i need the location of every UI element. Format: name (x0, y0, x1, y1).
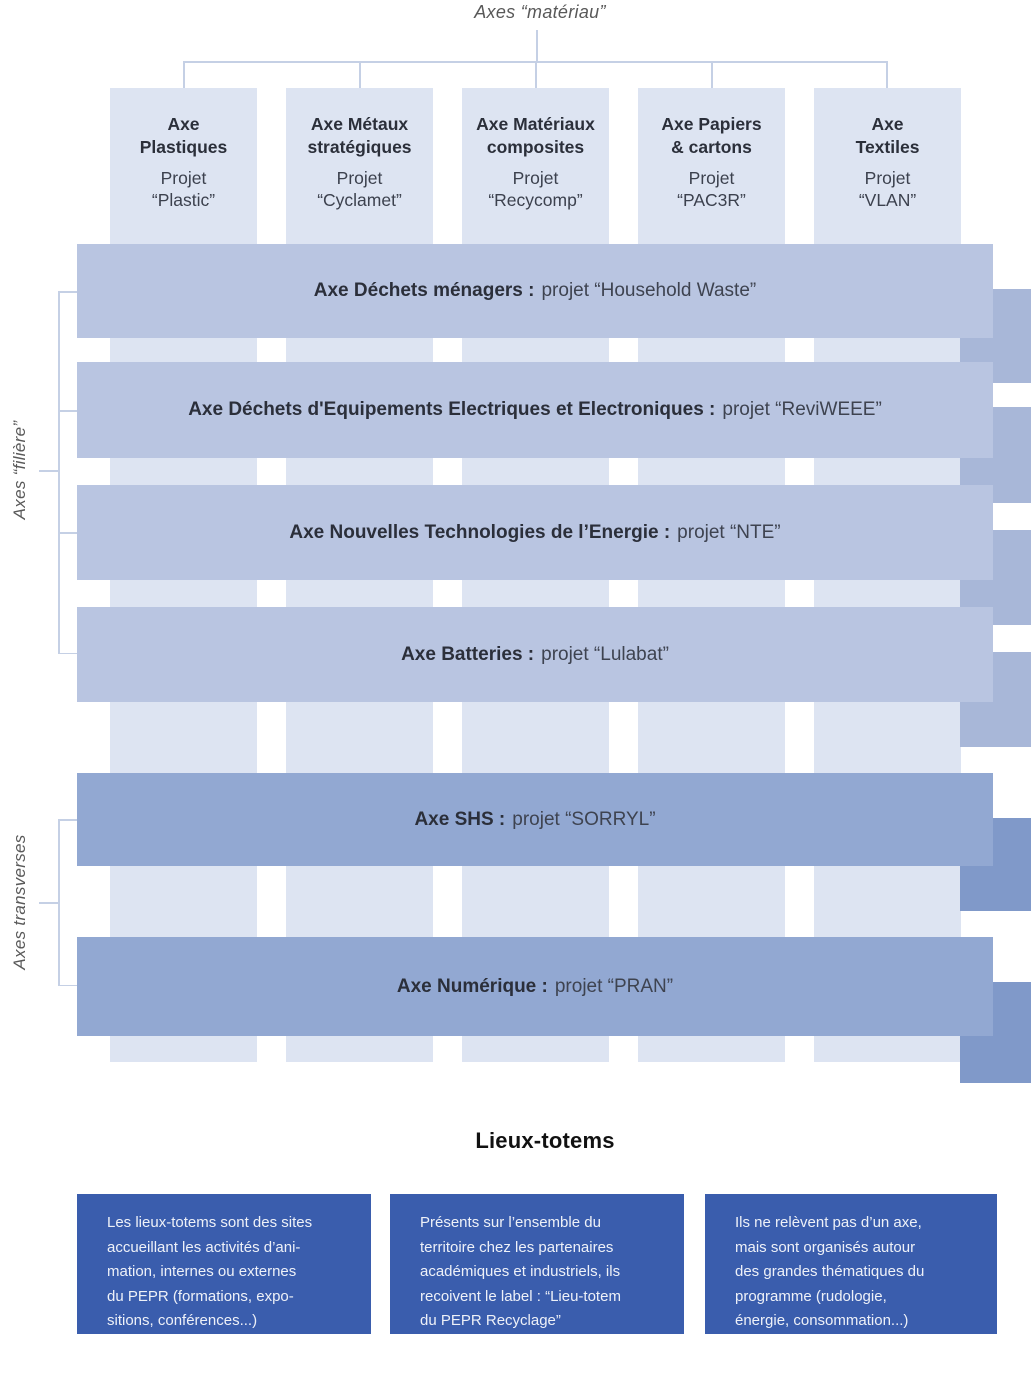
lieux-totems-box-2: Présents sur l’ensemble du territoire ch… (390, 1194, 684, 1334)
connector-drop (535, 61, 537, 88)
transverse-bracket-tick (58, 984, 77, 986)
bar-project: projet “Household Waste” (541, 280, 757, 301)
filiere-bracket-tick (39, 470, 58, 472)
lieux-totems-box-1: Les lieux-totems sont des sites accueill… (77, 1194, 371, 1334)
material-axis-papiers: Axe Papiers & cartons Projet “PAC3R” (638, 88, 785, 237)
connector-drop (359, 61, 361, 88)
connector-drop (711, 61, 713, 88)
bar-title: Axe Batteries : (401, 643, 535, 665)
axis-title: Axe Matériaux composites (476, 114, 595, 157)
axis-title: Axe Textiles (855, 114, 920, 157)
material-axis-plastiques: Axe Plastiques Projet “Plastic” (110, 88, 257, 237)
bar-title: Axe Numérique : (396, 975, 548, 997)
material-axis-textiles: Axe Textiles Projet “VLAN” (814, 88, 961, 237)
connector-drop (183, 61, 185, 88)
axis-project: Projet “Cyclamet” (317, 168, 402, 211)
bar-nte: Axe Nouvelles Technologies de l’Energie … (77, 485, 993, 580)
axis-project: Projet “VLAN” (858, 168, 917, 211)
transverse-bracket-line (58, 819, 60, 986)
bar-project: projet “NTE” (677, 521, 781, 543)
bar-project: projet “PRAN” (554, 975, 674, 997)
material-axis-metaux: Axe Métaux stratégiques Projet “Cyclamet… (286, 88, 433, 237)
transverse-bracket-tick (58, 819, 77, 821)
axis-project: Projet “PAC3R” (677, 168, 746, 211)
axis-title: Axe Plastiques (139, 114, 228, 157)
bar-project: projet “ReviWEEE” (722, 399, 882, 420)
bar-title: Axe Déchets ménagers : (313, 280, 535, 301)
bar-title: Axe Déchets d'Equipements Electriques et… (188, 399, 716, 420)
axis-title: Axe Métaux stratégiques (307, 114, 412, 157)
bar-project: projet “Lulabat” (541, 643, 669, 665)
filiere-bracket-line (58, 291, 60, 654)
filiere-bracket-tick (58, 410, 77, 412)
bar-shs: Axe SHS : projet “SORRYL” (77, 773, 993, 866)
connector-stub (536, 30, 538, 62)
axis-title: Axe Papiers & cartons (661, 114, 762, 157)
bar-title: Axe SHS : (414, 808, 506, 830)
axis-project: Projet “Plastic” (151, 168, 216, 211)
bar-title: Axe Nouvelles Technologies de l’Energie … (289, 521, 671, 543)
lieux-totems-box-3: Ils ne relèvent pas d’un axe, mais sont … (705, 1194, 997, 1334)
material-axis-composites: Axe Matériaux composites Projet “Recycom… (462, 88, 609, 237)
bar-numerique: Axe Numérique : projet “PRAN” (77, 937, 993, 1036)
bar-batteries: Axe Batteries : projet “Lulabat” (77, 607, 993, 702)
transverse-axes-label: Axes transverses (10, 834, 29, 970)
filiere-bracket-tick (58, 532, 77, 534)
filiere-axes-label: Axes “filière” (10, 420, 29, 520)
bar-project: projet “SORRYL” (512, 808, 656, 830)
filiere-bracket-tick (58, 652, 77, 654)
bar-dechets-menagers: Axe Déchets ménagers : projet “Household… (77, 244, 993, 338)
bar-deee: Axe Déchets d'Equipements Electriques et… (77, 362, 993, 458)
axis-project: Projet “Recycomp” (488, 168, 583, 211)
connector-drop (886, 61, 888, 88)
material-axes-label: Axes “matériau” (474, 2, 606, 22)
lieux-totems-title: Lieux-totems (475, 1128, 615, 1153)
filiere-bracket-tick (58, 291, 77, 293)
transverse-bracket-tick (39, 902, 58, 904)
